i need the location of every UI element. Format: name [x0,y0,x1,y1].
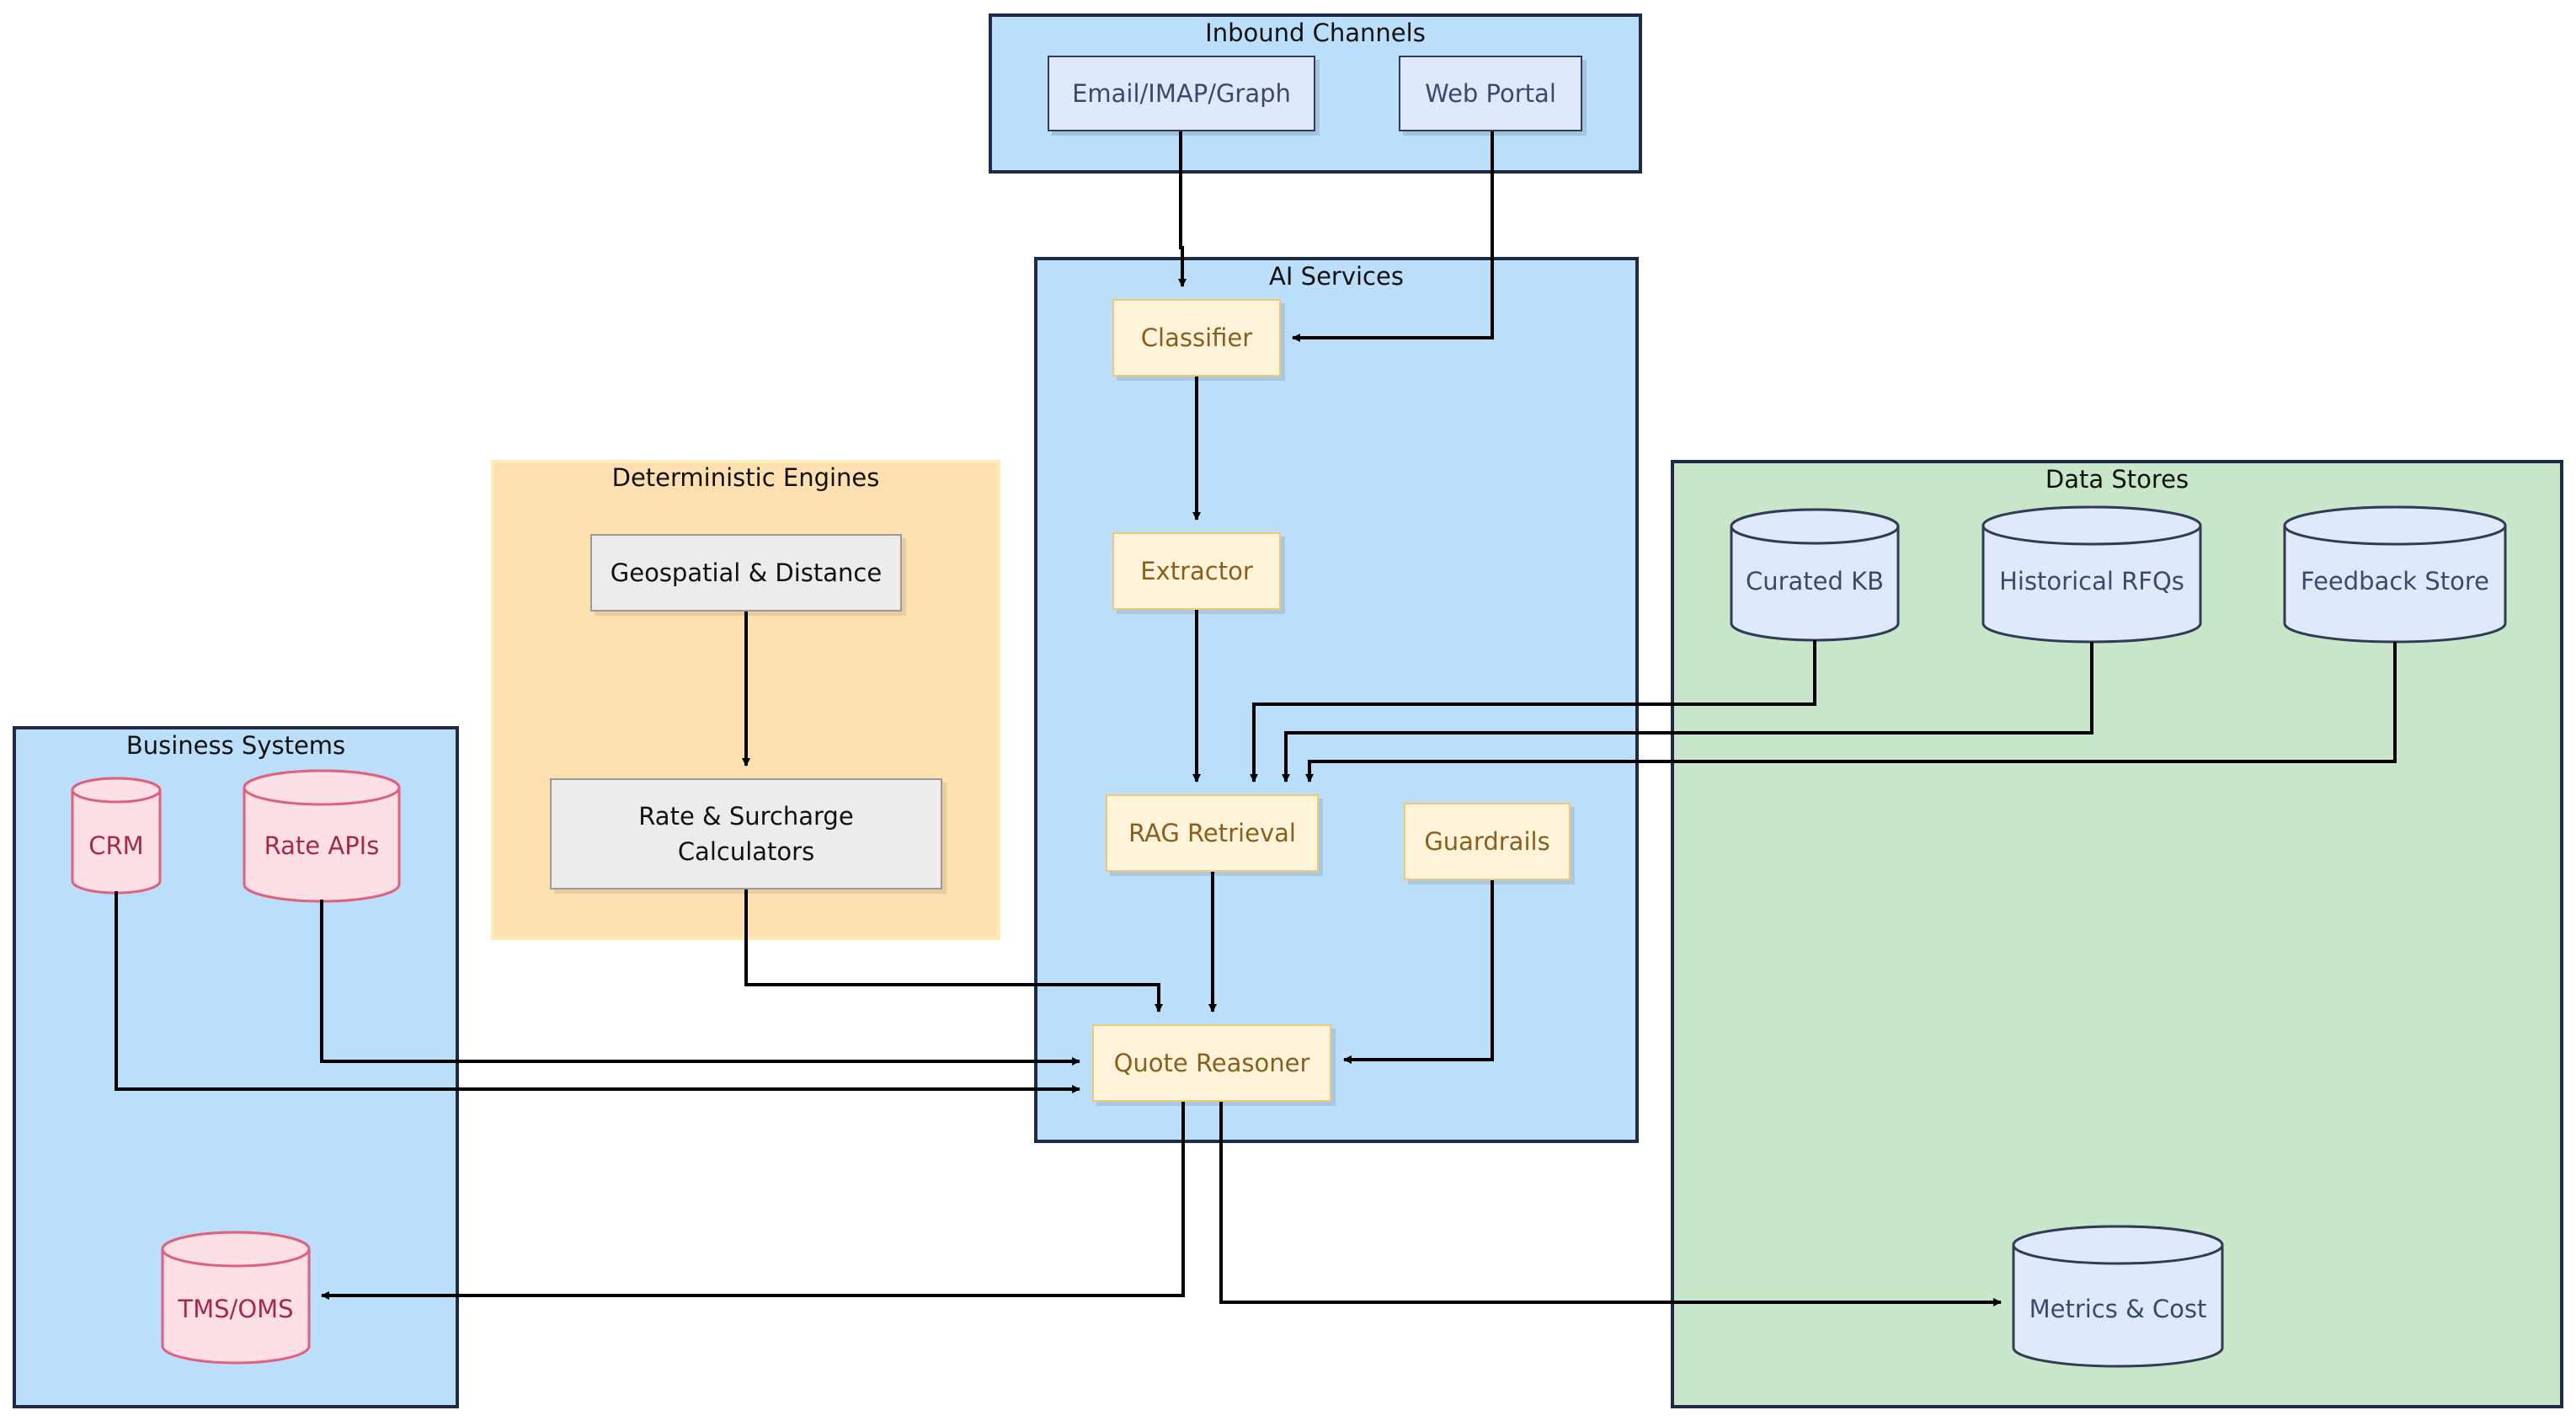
group-title: Deterministic Engines [611,463,880,492]
extractor-node[interactable]: Extractor [1112,532,1281,610]
edge-rateapis-to-quotereasoner [320,900,1080,1066]
edge-guardrails-to-quotereasoner [1343,880,1494,1064]
edge-crm-to-quotereasoner [115,891,1080,1093]
edge-feedbackstore-to-rag [1305,642,2397,783]
classifier-node[interactable]: Classifier [1112,299,1281,377]
node-label: Web Portal [1425,79,1556,108]
group-ai-services: AI Services [1034,257,1639,1143]
metrics-cost-cylinder[interactable] [2012,1225,2224,1368]
rate-surcharge-calculators-node[interactable]: Rate & Surcharge Calculators [550,778,942,889]
email-imap-graph-node[interactable]: Email/IMAP/Graph [1048,56,1315,131]
group-title: Data Stores [2045,465,2189,494]
group-title: Business Systems [125,731,346,760]
group-title: Inbound Channels [1205,19,1426,47]
crm-cylinder[interactable] [71,777,162,895]
edge-webportal-to-classifier [1292,131,1494,342]
group-title: AI Services [1269,262,1404,291]
edge-quotereasoner-to-metrics [1219,1102,2002,1306]
node-label: Guardrails [1424,827,1550,856]
node-label-line-1: Rate & Surcharge [638,802,854,831]
guardrails-node[interactable]: Guardrails [1404,803,1571,880]
historical-rfqs-cylinder[interactable] [1981,505,2202,644]
curated-kb-cylinder[interactable] [1730,508,1900,642]
tms-oms-cylinder[interactable] [161,1231,311,1365]
web-portal-node[interactable]: Web Portal [1399,56,1582,131]
node-label: Classifier [1140,323,1253,352]
feedback-store-cylinder[interactable] [2283,505,2507,644]
edge-email-to-classifier [1178,131,1187,287]
rag-retrieval-node[interactable]: RAG Retrieval [1106,794,1319,872]
node-label-line-2: Calculators [677,837,815,866]
edge-quotereasoner-to-tmsoms [321,1102,1185,1300]
node-label: Extractor [1140,557,1253,585]
quote-reasoner-node[interactable]: Quote Reasoner [1092,1024,1331,1102]
edge-ratecalc-to-quotereasoner [744,889,1163,1012]
geospatial-distance-node[interactable]: Geospatial & Distance [590,534,902,612]
node-label: RAG Retrieval [1128,819,1296,847]
node-label: Quote Reasoner [1113,1049,1310,1077]
node-label: Geospatial & Distance [610,558,883,587]
edge-historicalrfqs-to-rag [1282,642,2093,783]
node-label: Email/IMAP/Graph [1072,79,1291,108]
rate-apis-cylinder[interactable] [243,769,401,903]
edge-curatedkb-to-rag [1250,640,1816,783]
